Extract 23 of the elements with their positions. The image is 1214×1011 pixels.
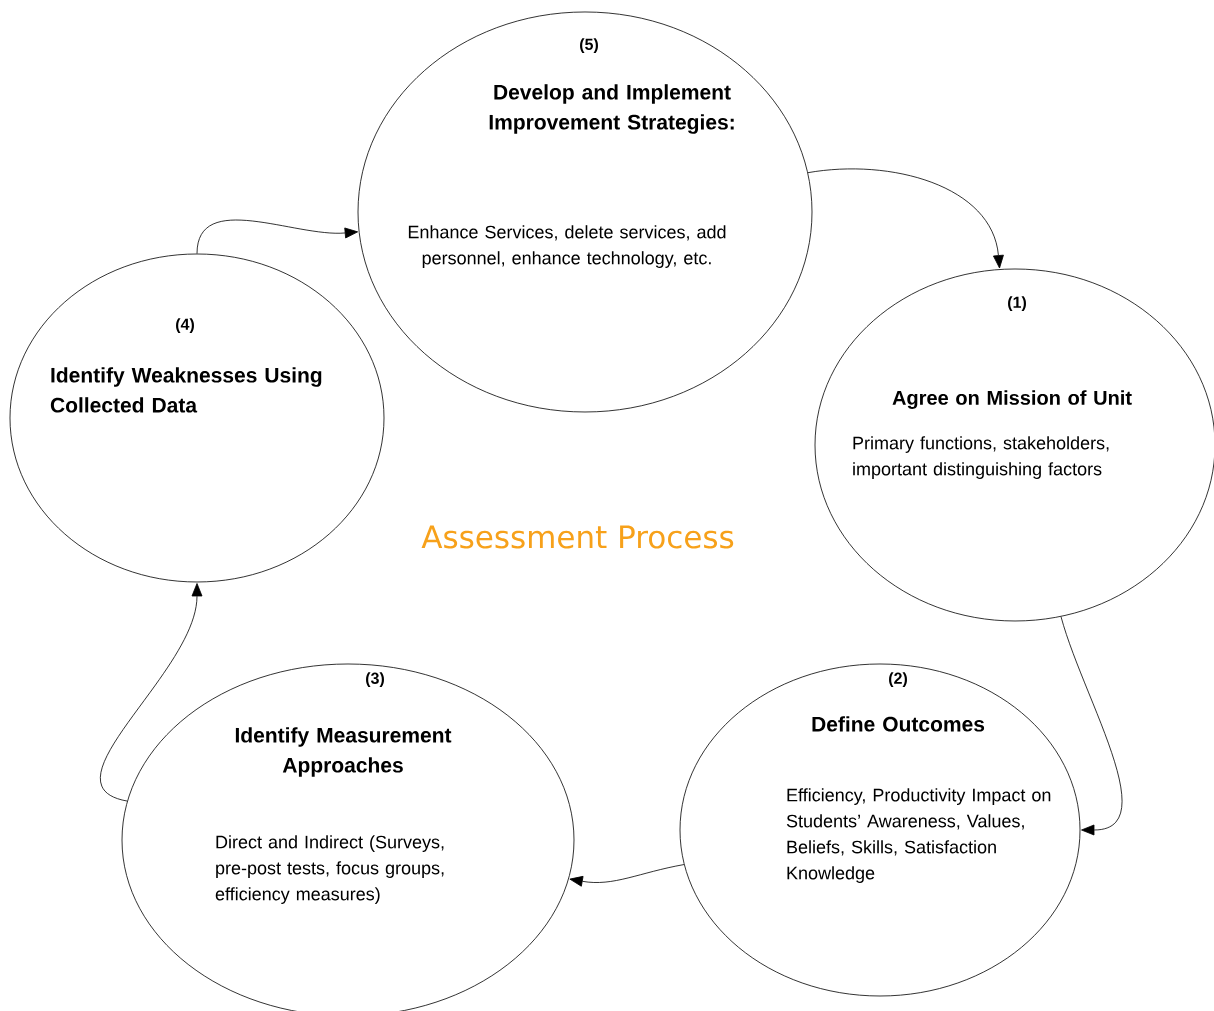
step-description: Efficiency, Productivity Impact on Students’ Awareness, Values, Beliefs, Skills, Satisfaction Knowledge — [786, 788, 1051, 883]
arrow — [807, 168, 1004, 269]
arrow — [1060, 616, 1123, 836]
process-ellipse — [679, 663, 1081, 997]
step-number: (3) — [366, 672, 384, 688]
step-heading: Agree on Mission of Unit — [892, 390, 1132, 409]
step-description: Direct and Indirect (Surveys, pre-post tests, focus groups, efficiency measures) — [215, 835, 444, 904]
step-heading: Identify Measurement Approaches — [235, 727, 452, 777]
step-number: (2) — [889, 672, 907, 688]
process-ellipse — [9, 253, 385, 583]
diagram-title: Assessment Process — [421, 525, 734, 549]
arrow — [100, 583, 203, 802]
step-number: (4) — [176, 318, 194, 334]
arrow — [569, 864, 685, 887]
step-number: (1) — [1008, 296, 1026, 312]
step-heading: Identify Weaknesses Using Collected Data — [50, 367, 322, 413]
process-ellipse — [357, 11, 813, 413]
step-heading: Define Outcomes — [812, 716, 985, 732]
step-description: Enhance Services, delete services, add personnel, enhance technology, etc. — [408, 225, 726, 268]
step-description: Primary functions, stakeholders, important distinguishing factors — [853, 436, 1109, 479]
arrow — [196, 219, 359, 254]
step-heading: Develop and Implement Improvement Strategies: — [489, 84, 734, 134]
step-number: (5) — [580, 38, 598, 54]
